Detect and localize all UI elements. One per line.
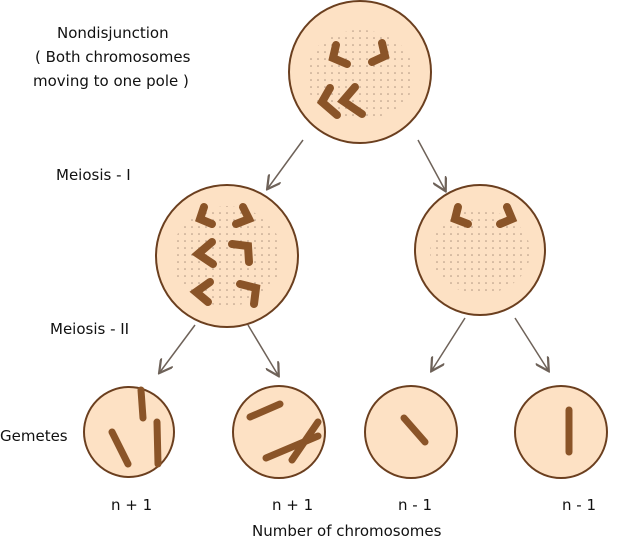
- gamete-2: [232, 385, 326, 479]
- gamete-count-3: n - 1: [398, 496, 432, 514]
- nondisjunction-note-2: moving to one pole ): [33, 72, 189, 90]
- arrow: [268, 139, 304, 188]
- parent-cell: [288, 0, 432, 144]
- gamete-4: [514, 385, 608, 479]
- gamete-3: [364, 385, 458, 479]
- meiosis1-cell-right: [414, 184, 546, 316]
- nondisjunction-note-1: ( Both chromosomes: [35, 48, 191, 66]
- meiosis2-label: Meiosis - II: [50, 320, 130, 338]
- gamete-cells: [83, 385, 608, 479]
- arrows: [160, 139, 548, 375]
- axis-title: Number of chromosomes: [252, 522, 442, 540]
- arrow: [160, 324, 196, 372]
- arrow: [432, 317, 466, 370]
- meiosis1-label: Meiosis - I: [56, 166, 131, 184]
- arrow: [247, 324, 278, 375]
- meiosis1-cell-left: [155, 184, 299, 328]
- gamete-count-1: n + 1: [111, 496, 153, 514]
- gamete-count-4: n - 1: [562, 496, 596, 514]
- gamete-count-2: n + 1: [272, 496, 314, 514]
- chromosomes: [189, 203, 261, 308]
- gamete-1: [83, 386, 175, 478]
- gametes-label: Gemetes: [0, 427, 68, 445]
- arrow: [417, 139, 445, 190]
- nondisjunction-label: Nondisjunction: [57, 24, 169, 42]
- chromosomes: [316, 39, 390, 119]
- arrow: [514, 317, 548, 370]
- chromosomes: [450, 203, 518, 228]
